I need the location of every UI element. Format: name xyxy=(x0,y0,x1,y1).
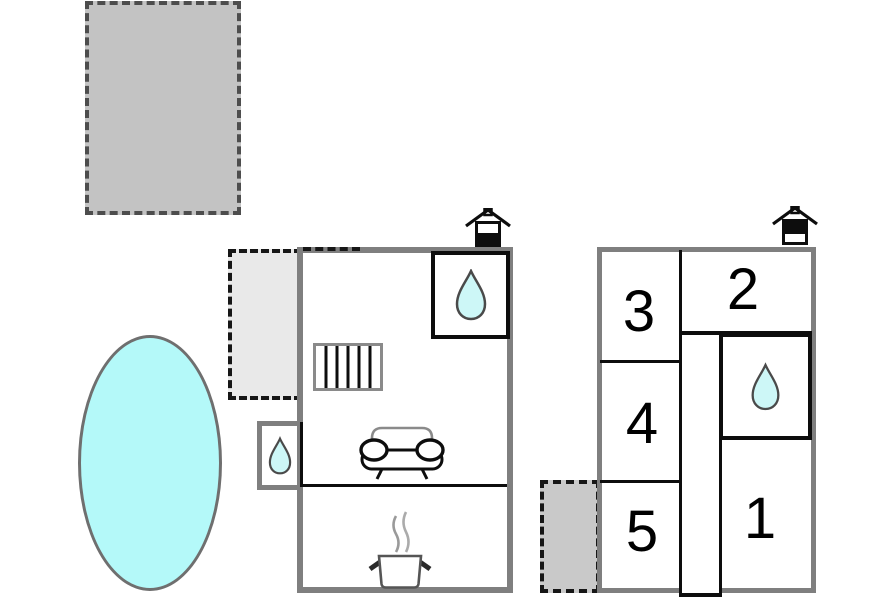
swimming-pool xyxy=(78,335,222,591)
dashed-wall-segment xyxy=(303,247,360,251)
terrace-area-first-floor xyxy=(540,480,600,593)
room-number-5: 5 xyxy=(625,499,659,564)
water-drop-icon xyxy=(751,361,780,410)
room-number-1: 1 xyxy=(743,486,777,551)
cooking-pot-icon xyxy=(368,511,432,589)
room-number-3: 3 xyxy=(622,279,656,344)
corridor-right-wall xyxy=(719,333,722,596)
shower-room xyxy=(257,421,302,490)
terrace-area-ground-floor xyxy=(228,249,302,400)
corridor-floor xyxy=(682,578,719,596)
water-drop-icon xyxy=(268,435,291,474)
room-number-4: 4 xyxy=(625,391,659,456)
door-frame-wall xyxy=(300,422,303,487)
room3-bottom-wall xyxy=(600,360,682,363)
stairs-icon xyxy=(313,343,383,391)
bathroom xyxy=(431,251,510,339)
room-number-2: 2 xyxy=(726,257,760,322)
water-drop-icon xyxy=(455,269,486,321)
sofa-icon xyxy=(359,426,445,480)
kitchen-divider-wall xyxy=(300,484,507,487)
corridor-end-wall xyxy=(679,593,722,597)
chimney-icon xyxy=(772,206,818,245)
bathroom xyxy=(719,333,812,440)
corridor-left-wall xyxy=(679,250,682,596)
room4-bottom-wall xyxy=(600,480,682,483)
chimney-icon xyxy=(465,208,511,247)
terrace-area-top xyxy=(85,1,241,215)
